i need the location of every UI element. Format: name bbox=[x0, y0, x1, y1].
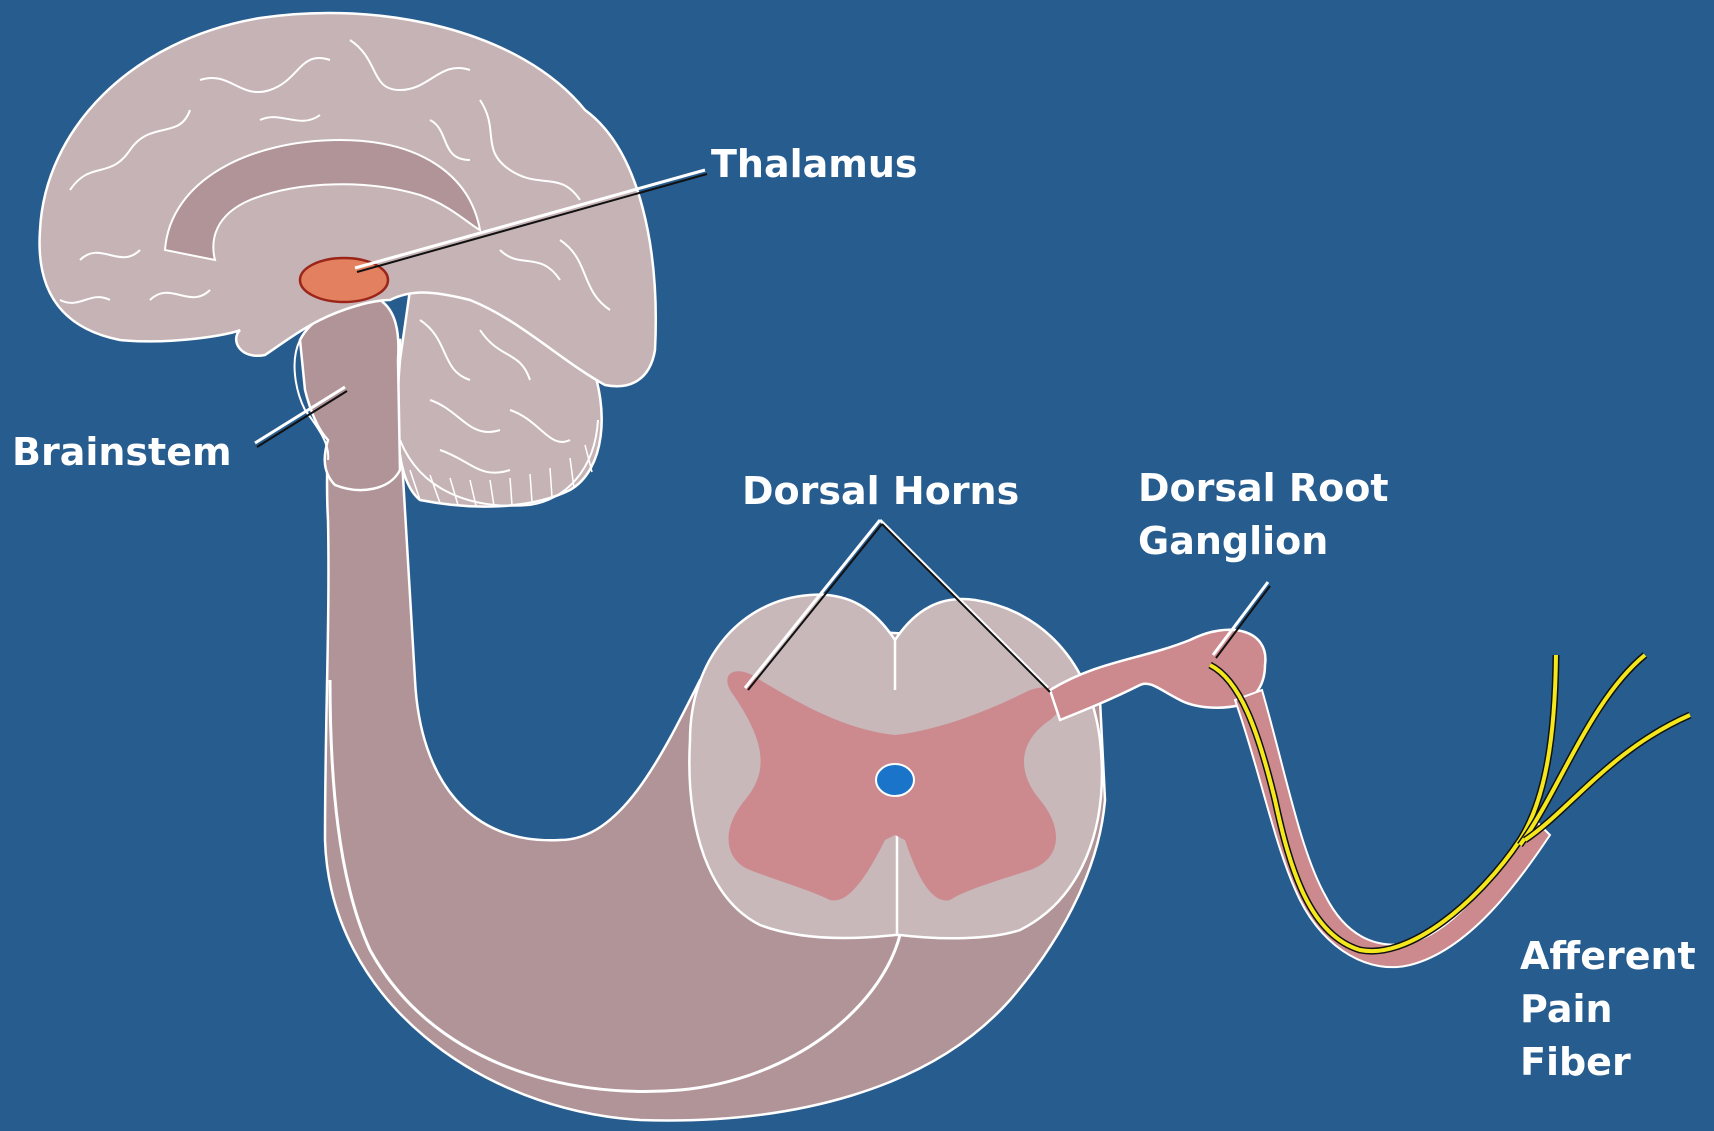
dorsal-root-ganglion-line-2: Ganglion bbox=[1138, 515, 1389, 568]
afferent-pain-fiber-label: Afferent Pain Fiber bbox=[1520, 930, 1696, 1090]
dorsal-root-ganglion-label: Dorsal Root Ganglion bbox=[1138, 462, 1389, 568]
brainstem-label: Brainstem bbox=[12, 426, 232, 479]
thalamus-label: Thalamus bbox=[711, 138, 918, 191]
dorsal-root-ganglion-line-1: Dorsal Root bbox=[1138, 462, 1389, 515]
dorsal-horns-label: Dorsal Horns bbox=[742, 465, 1019, 518]
afferent-pain-fiber-line-2: Pain bbox=[1520, 983, 1696, 1036]
central-canal bbox=[876, 764, 914, 796]
afferent-pain-fiber-line-3: Fiber bbox=[1520, 1036, 1696, 1089]
afferent-pain-fiber-line-1: Afferent bbox=[1520, 930, 1696, 983]
spinal-cord-cross-section bbox=[689, 595, 1102, 939]
brainstem bbox=[300, 300, 400, 490]
dorsal-root-ganglion bbox=[1050, 630, 1265, 720]
thalamus bbox=[300, 258, 388, 302]
